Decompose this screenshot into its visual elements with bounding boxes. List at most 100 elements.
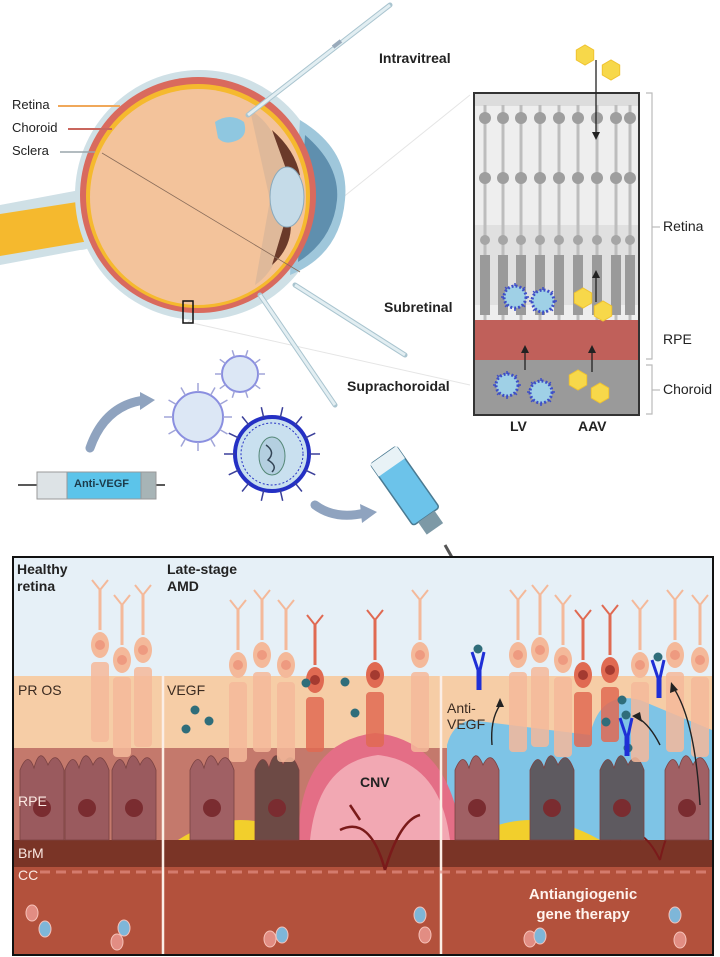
photoreceptor-outer-segment (91, 662, 109, 742)
injection-syringe-icon (370, 445, 444, 535)
virus-spike (219, 383, 226, 390)
bipolar-cell (479, 172, 491, 184)
photoreceptor-outer-segment (691, 677, 709, 757)
lv-virion-icon (502, 284, 528, 310)
virus-spike (305, 469, 316, 476)
vegf-molecule (350, 708, 360, 718)
photoreceptor-nucleus (138, 645, 148, 655)
vegf-molecule (617, 695, 627, 705)
ganglion-cell (624, 112, 636, 124)
aav-capsid-icon (568, 369, 588, 391)
photoreceptor-synapse (306, 614, 324, 627)
rpe-nucleus (468, 799, 486, 817)
blood-cell (668, 906, 682, 924)
rpe-cell (64, 755, 110, 841)
virus-spike (550, 308, 554, 312)
photoreceptor-segment (480, 255, 490, 315)
late-stage-amd-heading: Late-stage AMD (167, 561, 237, 595)
ganglion-cell (572, 112, 584, 124)
rpe-label: RPE (18, 793, 47, 809)
heading-line: AMD (167, 578, 199, 594)
blood-cell (110, 933, 124, 951)
virus-spike (241, 416, 250, 426)
label-line: Antiangiogenic (528, 886, 638, 903)
heading-line: retina (17, 578, 56, 594)
virus-spike (260, 407, 265, 419)
virus-spike (504, 304, 508, 308)
construct-promoter-block (36, 471, 68, 500)
bipolar-cell (497, 172, 509, 184)
photoreceptor-synapse (411, 589, 429, 602)
rpe-nucleus (613, 799, 631, 817)
bipolar-cell (591, 172, 603, 184)
vitreous-body (90, 89, 306, 305)
virus-spike (532, 290, 536, 294)
photoreceptor-segment (611, 255, 621, 315)
therapy-label: Antiangiogenic gene therapy (498, 885, 668, 925)
sclera-label: Sclera (12, 143, 49, 158)
lv-label: LV (510, 418, 527, 434)
viral-vector-small-icon (221, 355, 259, 393)
rpe-nucleus (543, 799, 561, 817)
vegf-molecule (190, 705, 200, 715)
virus-spike (244, 390, 249, 399)
blood-cell (263, 930, 277, 948)
anti-vegf-arrow (490, 704, 501, 746)
anti-vegf-label: Anti- VEGF (447, 700, 485, 732)
photoreceptor-nucleus (611, 235, 621, 245)
photoreceptor-outer-segment (134, 667, 152, 747)
virus-spike (244, 349, 249, 358)
virus-spike (496, 374, 500, 378)
photoreceptor-synapse (691, 594, 709, 607)
viral-vector-large-icon (233, 415, 311, 493)
intravitreal-label: Intravitreal (379, 50, 451, 66)
suprachoroidal-label: Suprachoroidal (347, 378, 450, 394)
iris-top (272, 130, 300, 180)
photoreceptor-nucleus (480, 235, 490, 245)
blood-cell (25, 904, 39, 922)
anti-vegf-antibody-icon (650, 659, 666, 698)
virus-spike (219, 399, 228, 406)
brm-band (14, 840, 712, 867)
vegf-molecule (601, 717, 611, 727)
zoom-guide-line-bottom (187, 321, 471, 386)
aav-capsid-icon (590, 382, 610, 404)
optic-nerve (0, 190, 100, 265)
photoreceptor-nucleus (558, 655, 568, 665)
virus-spike (168, 399, 177, 406)
retina-label: Retina (12, 97, 50, 112)
bottom-panel (12, 556, 714, 956)
virus-spike (530, 399, 534, 403)
photoreceptor-segment (516, 255, 526, 315)
lv-virion-icon (528, 379, 554, 405)
photoreceptor-nucleus (625, 235, 635, 245)
virus-spike (279, 489, 284, 501)
blood-cell (673, 931, 687, 949)
bipolar-cell (624, 172, 636, 184)
virus-spike (550, 290, 554, 294)
virus-spike (228, 469, 239, 476)
inset-retina-label: Retina (663, 218, 704, 234)
photoreceptor-nucleus (635, 660, 645, 670)
virus-spike (219, 428, 228, 435)
ganglion-cell (497, 112, 509, 124)
photoreceptor-synapse (91, 579, 109, 592)
virus-spike (496, 392, 500, 396)
photoreceptor-outer-segment (554, 677, 572, 757)
photoreceptor-segment (625, 255, 635, 315)
virus-spike (241, 482, 250, 492)
rpe-cell (19, 755, 65, 841)
virus-spike (504, 286, 508, 290)
heading-line: Late-stage (167, 561, 238, 577)
cc-band (14, 867, 712, 954)
photoreceptor-outer-segment (229, 682, 247, 762)
label-line: VEGF (447, 716, 486, 732)
photoreceptor-outer-segment (666, 672, 684, 752)
photoreceptor-synapse (229, 599, 247, 612)
subretinal-syringe-icon (257, 292, 338, 408)
aav-capsid-icon (593, 300, 613, 322)
neovessels (339, 804, 421, 871)
virus-spike (168, 428, 177, 435)
photoreceptor-nucleus (370, 670, 380, 680)
